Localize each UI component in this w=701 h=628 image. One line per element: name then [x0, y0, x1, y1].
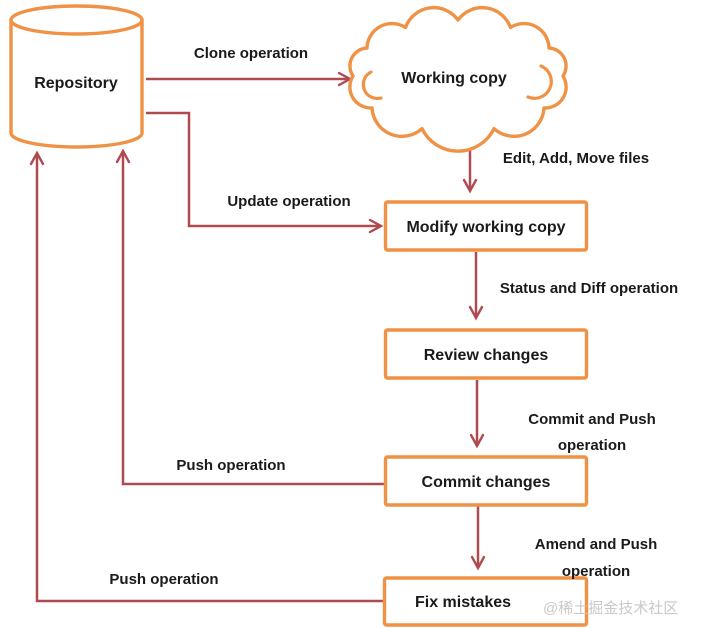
edge-labels: Clone operation Edit, Add, Move files Up…: [109, 45, 678, 588]
repository-label: Repository: [34, 75, 118, 92]
push-operation-commit-label: Push operation: [176, 457, 285, 474]
push-from-fix-arrow: [29, 150, 386, 603]
push-from-commit-arrow: [115, 148, 386, 486]
cylinder-top: [9, 4, 144, 36]
connectors: [29, 71, 486, 603]
fix-mistakes-box: [382, 576, 589, 627]
shapes: [9, 4, 589, 627]
commit-changes-box: [383, 455, 589, 507]
update-operation-label: Update operation: [227, 193, 350, 210]
cylinder-body: [9, 18, 144, 149]
working-copy-cloud: [348, 6, 568, 153]
working-copy-label: Working copy: [401, 70, 507, 87]
amend-push-operation-label-line2: operation: [562, 563, 630, 580]
cloud-curl-right: [526, 64, 553, 100]
repository-cylinder: [9, 4, 144, 149]
commit-changes-label: Commit changes: [422, 474, 551, 491]
edit-add-move-label: Edit, Add, Move files: [503, 150, 649, 167]
cloud-outline: [348, 6, 568, 153]
review-changes-box: [383, 328, 589, 380]
modify-working-copy-label: Modify working copy: [406, 219, 565, 236]
node-labels: Repository Working copy Modify working c…: [34, 70, 565, 611]
watermark-text: @稀土掘金技术社区: [543, 600, 678, 617]
review-changes-label: Review changes: [424, 347, 549, 364]
push-operation-fix-label: Push operation: [109, 571, 218, 588]
cloud-curl-left: [361, 70, 383, 101]
status-diff-operation-label: Status and Diff operation: [500, 280, 678, 297]
clone-operation-label: Clone operation: [194, 45, 308, 62]
amend-push-operation-label-line1: Amend and Push: [535, 536, 658, 553]
fix-mistakes-label: Fix mistakes: [415, 594, 511, 611]
commit-push-operation-label-line1: Commit and Push: [528, 411, 656, 428]
commit-push-operation-label-line2: operation: [558, 437, 626, 454]
modify-working-copy-box: [383, 200, 589, 252]
update-arrow: [146, 111, 384, 234]
